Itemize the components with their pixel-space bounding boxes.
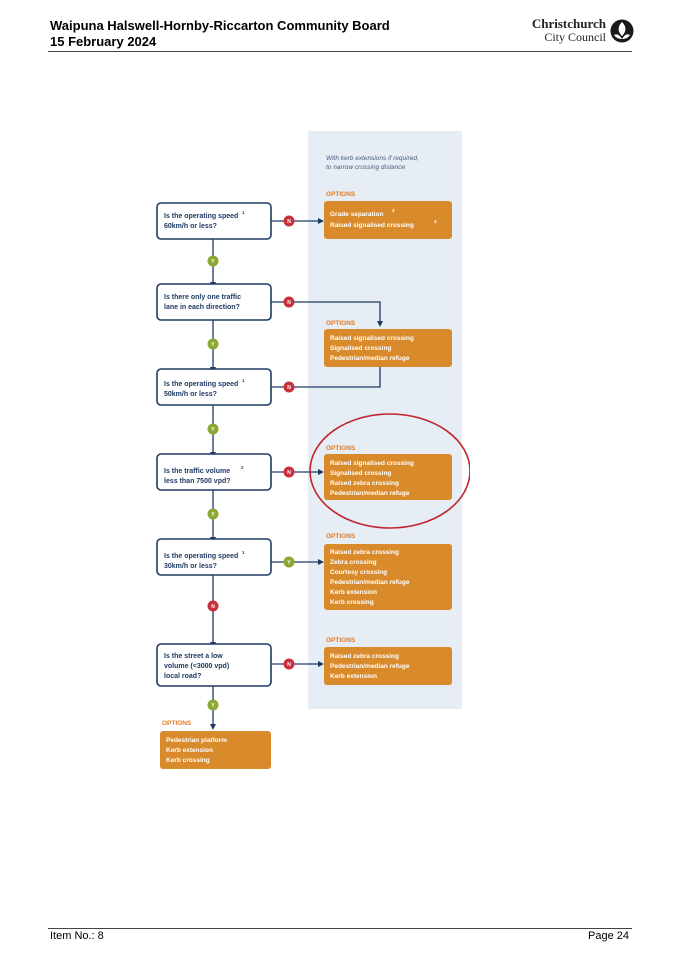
svg-text:N: N [287,219,291,225]
svg-text:Y: Y [287,560,291,566]
highlight-circle [309,413,470,529]
svg-text:Y: Y [211,427,215,433]
svg-text:Y: Y [211,342,215,348]
question-6-line-1: Is the street a low [164,653,223,660]
options-label-1: OPTIONS [326,191,356,198]
question-3-sup: 1 [242,378,245,383]
option-6-line-3: Kerb crossing [166,757,210,764]
question-6-line-2: volume (<3000 vpd) [164,663,229,670]
option-5-line-1: Raised zebra crossing [330,653,399,660]
option-4-line-4: Pedestrian/median refuge [330,579,410,586]
main-flow-line [212,220,381,726]
option-1-line-1: Grade separation [330,211,383,218]
board-title: Waipuna Halswell-Hornby-Riccarton Commun… [50,18,390,33]
header-divider [48,51,632,52]
option-4-line-2: Zebra crossing [330,559,377,566]
option-5-line-3: Kerb extension [330,673,377,680]
question-2-line-2: lane in each direction? [164,304,240,311]
no-dot-1: N [283,215,295,227]
question-6-line-3: local road? [164,673,201,680]
logo-line-1: Christchurch [531,16,606,31]
svg-text:Y: Y [211,703,215,709]
option-box-3: Raised signalised crossing Signalised cr… [324,454,452,500]
svg-text:N: N [211,604,215,610]
question-3-line-2: 50km/h or less? [164,391,217,398]
item-number: Item No.: 8 [50,930,104,942]
svg-text:N: N [287,470,291,476]
option-4-line-5: Kerb extension [330,589,377,596]
no-dot-4: N [283,466,295,478]
svg-text:Y: Y [211,259,215,265]
yes-dot-1: Y [207,255,219,267]
logo-line-2: City Council [544,30,606,44]
question-3-line-1: Is the operating speed [164,381,238,388]
footer-divider [48,928,632,929]
question-box-4: Is the traffic volume 2 less than 7500 v… [156,453,272,491]
question-box-5: Is the operating speed 1 30km/h or less? [156,538,272,576]
option-3-line-1: Raised signalised crossing [330,460,414,467]
options-label-6: OPTIONS [162,720,192,727]
question-4-sup: 2 [241,465,244,470]
svg-text:N: N [287,662,291,668]
crossing-selection-flowchart: With kerb extensions if required, to nar… [156,131,470,769]
question-1-sup: 1 [242,210,245,215]
option-box-6: Pedestrian platform Kerb extension Kerb … [160,731,271,769]
question-box-2: Is there only one traffic lane in each d… [156,283,272,321]
no-dot-6: N [283,658,295,670]
option-3-line-2: Signalised crossing [330,470,391,477]
yes-dot-2: Y [207,338,219,350]
yes-dot-5: Y [283,556,295,568]
question-box-3: Is the operating speed 1 50km/h or less? [156,368,272,406]
svg-text:N: N [287,300,291,306]
option-6-line-1: Pedestrian platform [166,737,227,744]
question-5-line-2: 30km/h or less? [164,563,217,570]
meeting-date: 15 February 2024 [50,34,157,49]
option-2-line-2: Signalised crossing [330,345,391,352]
council-leaf-logo-icon [610,19,634,43]
option-2-line-1: Raised signalised crossing [330,335,414,342]
option-4-line-3: Courtesy crossing [330,569,387,576]
option-3-line-4: Pedestrian/median refuge [330,490,410,497]
no-dot-5: N [207,600,219,612]
option-1-line-2: Raised signalised crossing [330,222,414,229]
panel-note-line-1: With kerb extensions if required, [326,155,419,162]
option-5-line-2: Pedestrian/median refuge [330,663,410,670]
question-5-sup: 1 [242,550,245,555]
question-4-line-2: less than 7500 vpd? [164,478,231,485]
options-label-5: OPTIONS [326,637,356,644]
question-5-line-1: Is the operating speed [164,553,238,560]
no-dot-2: N [283,296,295,308]
question-box-6: Is the street a low volume (<3000 vpd) l… [156,643,272,687]
panel-note-line-2: to narrow crossing distance [326,164,406,171]
options-label-4: OPTIONS [326,533,356,540]
option-box-1: Grade separation 3 Raised signalised cro… [324,201,452,239]
question-box-1: Is the operating speed 1 60km/h or less? [156,202,272,240]
option-box-5: Raised zebra crossing Pedestrian/median … [324,647,452,685]
option-4-line-1: Raised zebra crossing [330,549,399,556]
options-label-3: OPTIONS [326,445,356,452]
options-label-2: OPTIONS [326,320,356,327]
page-number: Page 24 [588,930,629,942]
option-1-sup-2: 4 [434,219,437,224]
option-3-line-3: Raised zebra crossing [330,480,399,487]
svg-text:Y: Y [211,512,215,518]
option-4-line-6: Kerb crossing [330,599,374,606]
question-4-line-1: Is the traffic volume [164,468,230,475]
option-box-2: Raised signalised crossing Signalised cr… [324,329,452,367]
yes-dot-6: Y [207,699,219,711]
question-1-line-1: Is the operating speed [164,213,238,220]
no-dot-3: N [283,381,295,393]
option-2-line-3: Pedestrian/median refuge [330,355,410,362]
option-1-sup-1: 3 [392,208,395,213]
question-1-line-2: 60km/h or less? [164,223,217,230]
yes-dot-3: Y [207,423,219,435]
yes-dot-4: Y [207,508,219,520]
option-6-line-2: Kerb extension [166,747,213,754]
question-2-line-1: Is there only one traffic [164,294,241,301]
council-logo: Christchurch City Council [516,17,634,47]
option-box-4: Raised zebra crossing Zebra crossing Cou… [324,544,452,610]
svg-text:N: N [287,385,291,391]
